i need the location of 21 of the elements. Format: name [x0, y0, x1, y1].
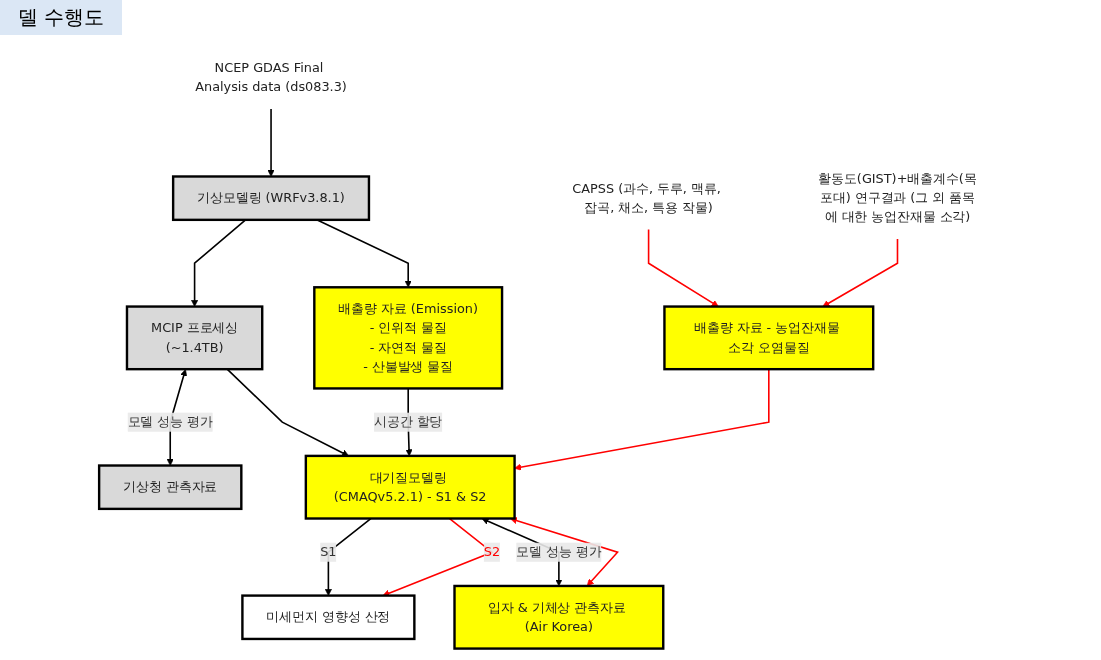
node-text: 활동도(GIST)+배출계수(목포대) 연구결과 (그 외 품목에 대한 농업잔재물 소각) [818, 170, 977, 225]
node-box: MCIP 프로세싱 (~1.4TB) [125, 305, 264, 371]
node-box: 미세먼지 영향성 산정 [241, 594, 416, 641]
edge-label: 시공간 할당 [374, 414, 443, 430]
title: 델 수행도 [0, 0, 123, 35]
node-box: 입자 & 기체상 관측자료 (Air Korea) [453, 584, 665, 650]
edge-label: 모델 성능 평가 [127, 414, 213, 430]
node-box: 대기질모델링 (CMAQv5.2.1) - S1 & S2 [304, 454, 516, 520]
arrow [822, 238, 899, 307]
node-box: 배출량 자료 - 농업잔재물 소각 오염물질 [663, 305, 875, 371]
node-box: 기상청 관측자료 [97, 464, 243, 511]
edge-label: S2 [483, 544, 501, 560]
node-box: 기상모델링 (WRFv3.8.1) [171, 175, 371, 222]
edge-label: S1 [320, 544, 337, 560]
node-text: NCEP GDAS Final Analysis data (ds083.3) [195, 60, 347, 95]
arrow [191, 219, 247, 307]
edge-label: 모델 성능 평가 [516, 544, 602, 560]
arrow [267, 108, 275, 177]
arrow [647, 228, 719, 307]
node-box: 배출량 자료 (Emission) - 인위적 물질 - 자연적 물질 - 산불발생 물질 [313, 286, 504, 390]
node-text: CAPSS (과수, 두루, 맥류, 잡곡, 채소, 특용 작물) [572, 180, 721, 216]
